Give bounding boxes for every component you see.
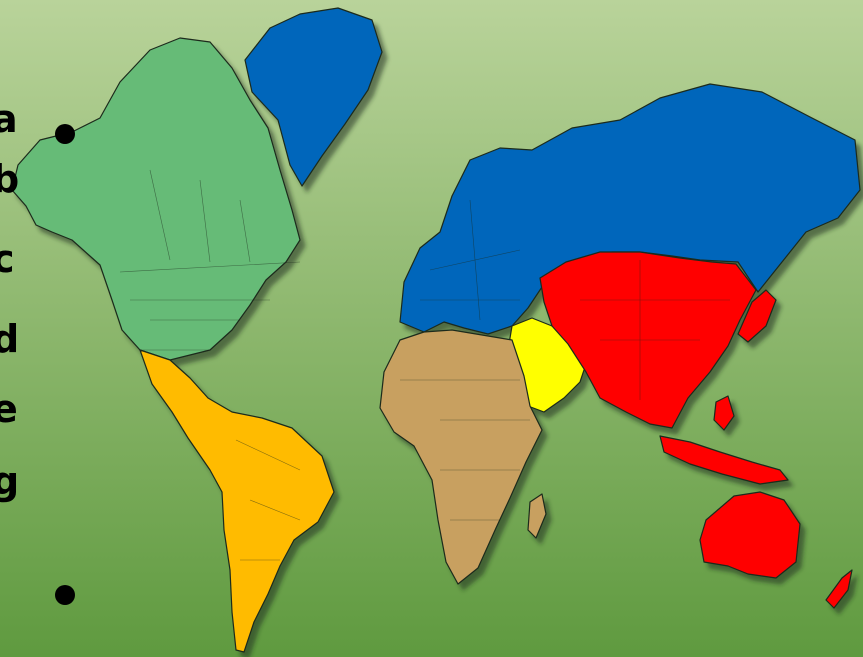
bullet-point <box>55 585 75 605</box>
region-latin-america <box>139 349 335 653</box>
border-sa-lines <box>235 439 301 561</box>
region-europe-russia <box>399 83 861 335</box>
bullet-point <box>55 124 75 144</box>
border-europe-lines <box>420 199 521 321</box>
region-africa <box>379 329 543 585</box>
side-glyph: a <box>0 97 18 141</box>
region-asia-japan <box>737 289 777 343</box>
region-north-america <box>11 37 301 361</box>
side-glyph: c <box>0 237 15 281</box>
region-africa-madagascar <box>527 493 547 539</box>
border-africa-lines <box>400 379 530 521</box>
side-glyph: b <box>0 157 20 201</box>
side-glyph: d <box>0 317 20 361</box>
border-na-lines <box>130 169 270 321</box>
region-greenland <box>244 7 383 187</box>
region-oceania-new-zealand <box>825 569 853 609</box>
side-glyph: g <box>0 459 20 503</box>
border-asia-lines <box>580 260 730 400</box>
region-asia-islands <box>659 435 789 485</box>
side-glyph: e <box>0 387 18 431</box>
border-us-canada <box>119 261 301 273</box>
region-asia-philippines <box>713 395 735 431</box>
region-oceania-australia <box>699 491 801 579</box>
